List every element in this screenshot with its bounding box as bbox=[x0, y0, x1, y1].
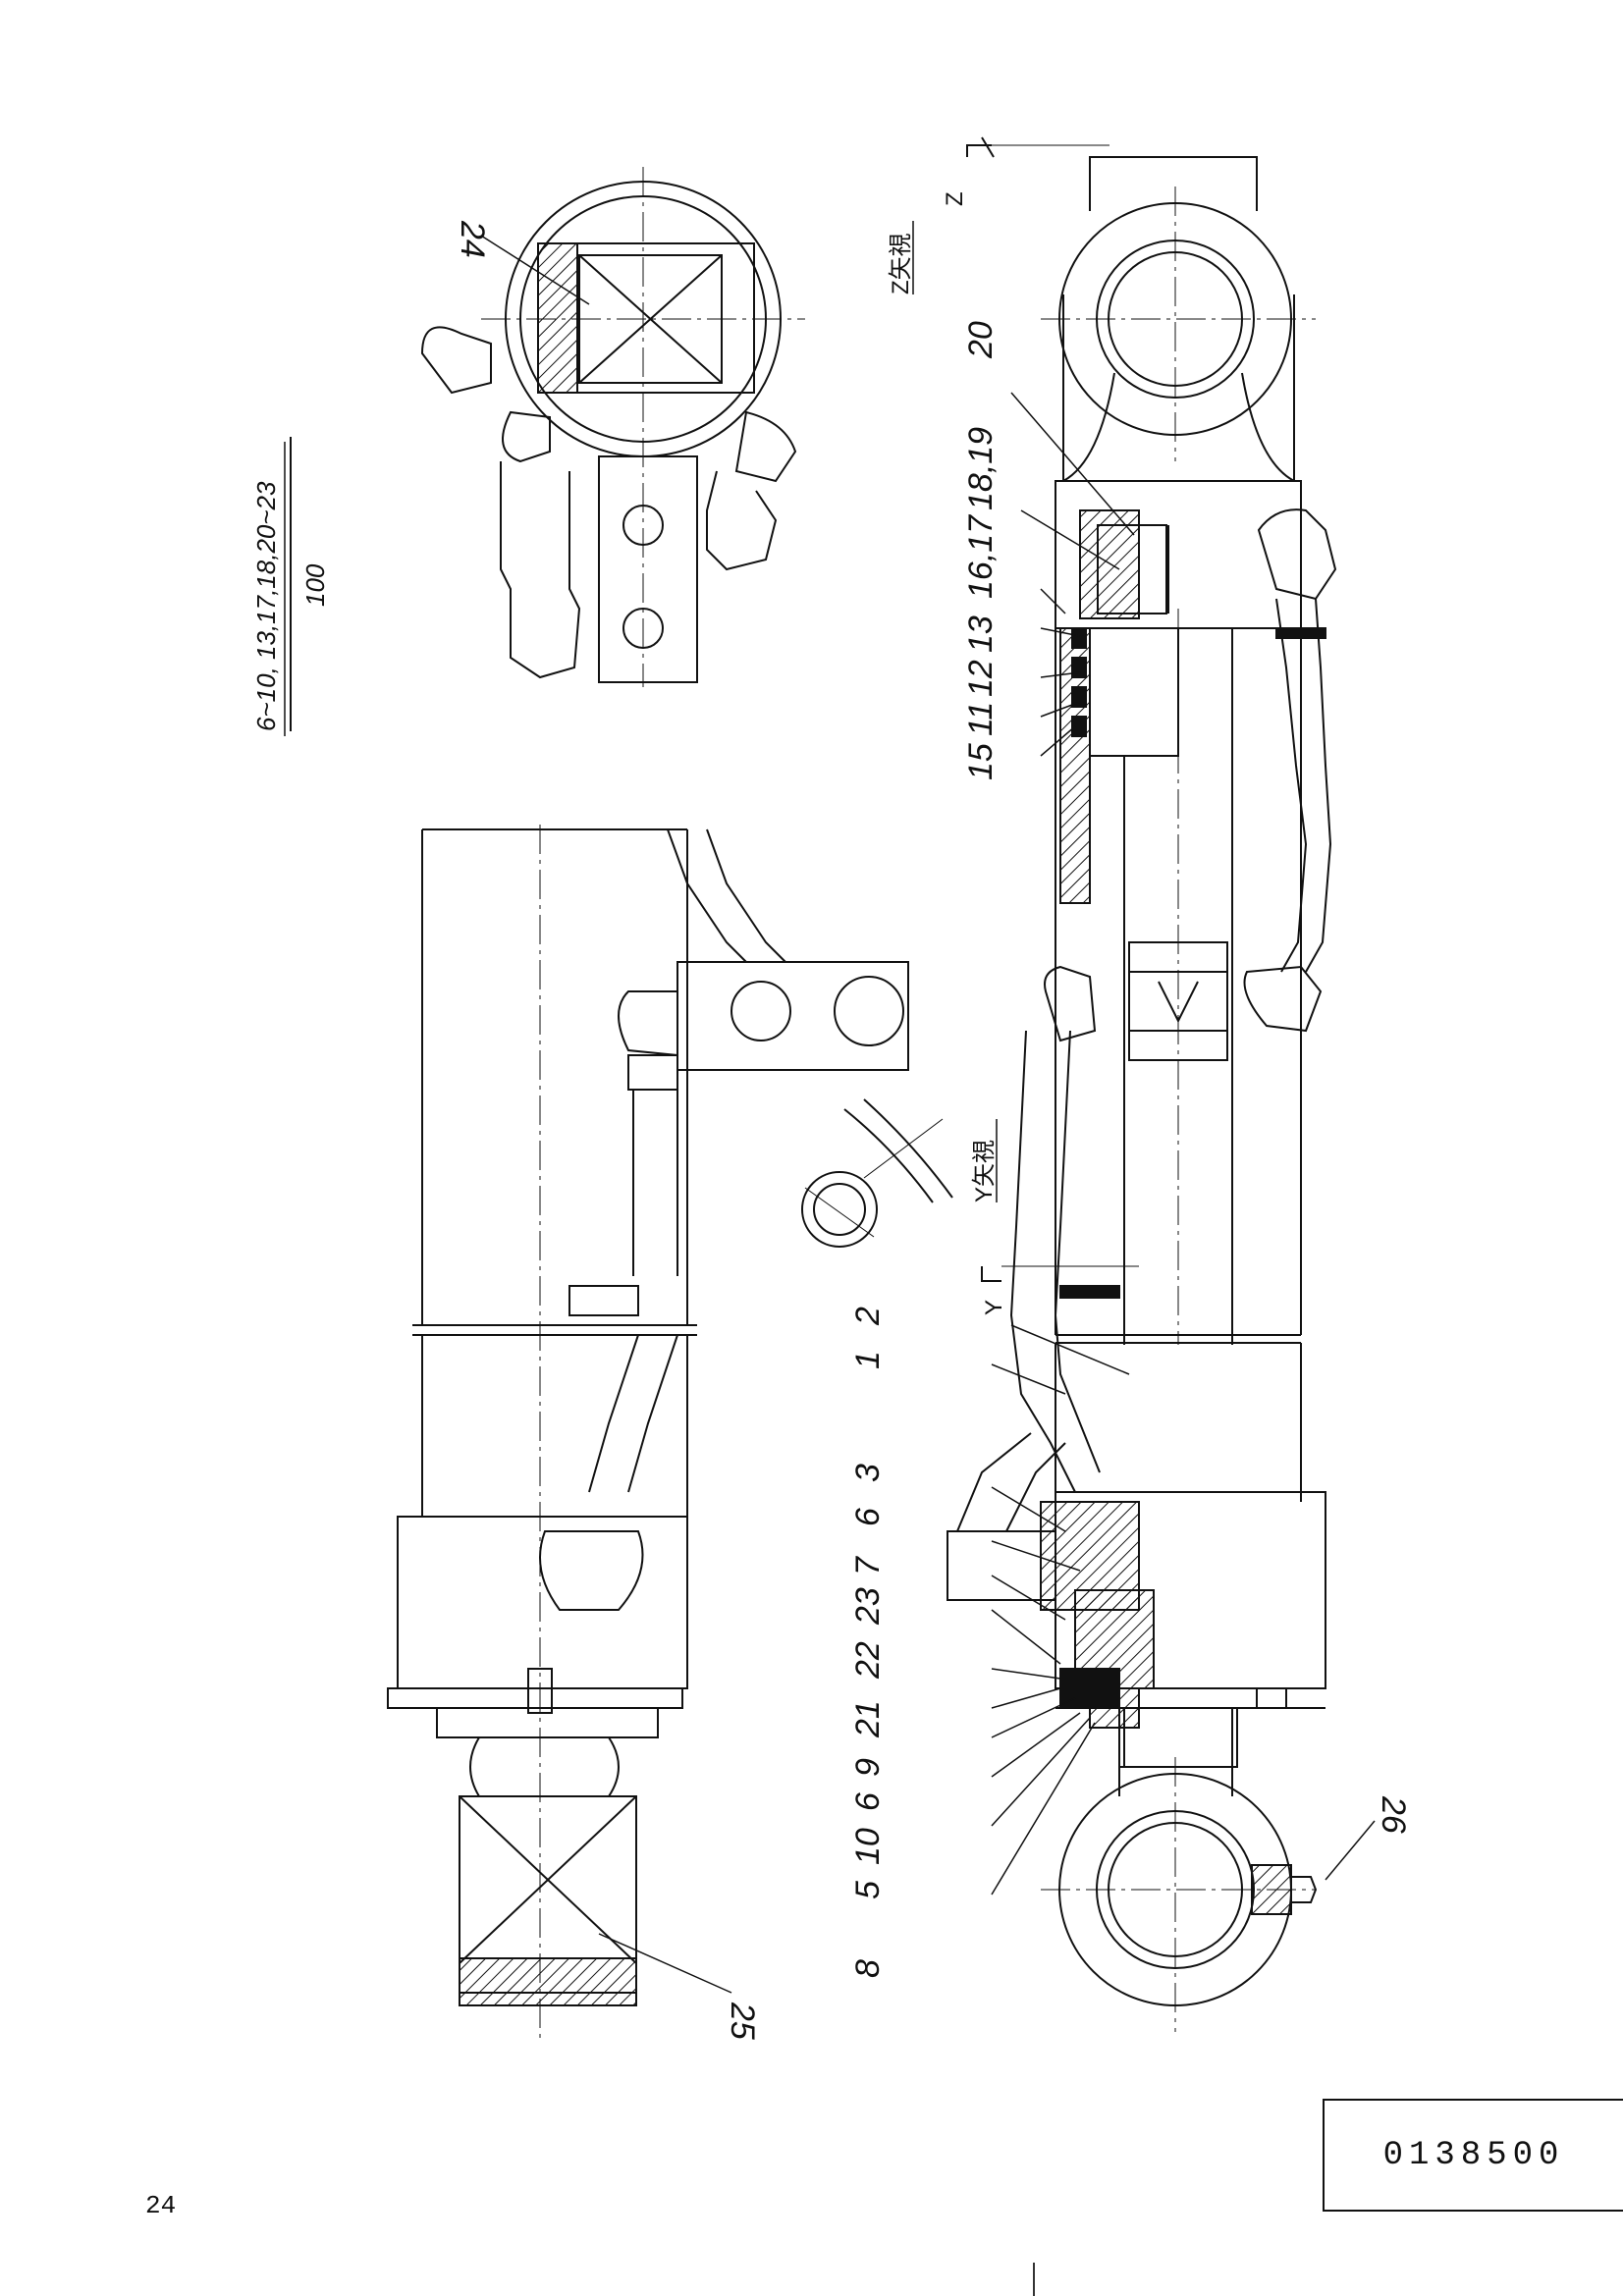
balloon-16-17: 16,17 bbox=[962, 514, 1000, 599]
balloon-23: 23 bbox=[849, 1587, 887, 1626]
parts-fraction-note: 6~10, 13,17,18,20~23 100 bbox=[251, 437, 330, 731]
balloon-6-lower: 6 bbox=[849, 1792, 887, 1811]
balloon-22: 22 bbox=[849, 1641, 887, 1680]
view-labels: Z矢視 Y矢視 Z Y bbox=[888, 191, 1007, 1315]
leader-lines bbox=[284, 235, 1376, 1994]
view-z-label: Z矢視 bbox=[888, 233, 914, 294]
balloon-9: 9 bbox=[849, 1758, 887, 1777]
fraction-bottom: 100 bbox=[300, 563, 330, 607]
balloon-13: 13 bbox=[962, 615, 1000, 653]
y-view-detail bbox=[801, 1098, 953, 1248]
main-cylinder-view bbox=[947, 156, 1337, 2032]
footer-tick bbox=[1033, 2263, 1035, 2296]
title-block: 0138500 bbox=[1323, 2099, 1623, 2212]
balloon-20: 20 bbox=[962, 321, 1000, 359]
balloon-6-upper: 6 bbox=[849, 1508, 887, 1526]
balloon-12: 12 bbox=[962, 660, 1000, 697]
balloon-21: 21 bbox=[849, 1700, 887, 1738]
balloon-25: 25 bbox=[724, 2002, 761, 2040]
balloon-3: 3 bbox=[849, 1464, 887, 1482]
balloon-10: 10 bbox=[849, 1828, 887, 1865]
balloon-1: 1 bbox=[849, 1351, 887, 1369]
section-mark-y: Y bbox=[981, 1300, 1007, 1315]
balloon-8: 8 bbox=[849, 1959, 887, 1978]
balloon-5: 5 bbox=[849, 1881, 887, 1899]
z-view-end bbox=[420, 167, 805, 687]
fraction-top: 6~10, 13,17,18,20~23 bbox=[251, 481, 281, 731]
balloon-24: 24 bbox=[454, 220, 491, 258]
balloon-labels: 24 25 26 20 18,19 16,17 13 12 11 15 2 1 … bbox=[454, 220, 1412, 2040]
balloon-26: 26 bbox=[1375, 1795, 1412, 1834]
view-y-label: Y矢視 bbox=[971, 1140, 998, 1202]
section-mark-z: Z bbox=[942, 191, 968, 206]
side-view bbox=[387, 825, 909, 2042]
balloon-11: 11 bbox=[962, 702, 1000, 736]
drawing-code: 0138500 bbox=[1382, 2136, 1565, 2174]
balloon-15: 15 bbox=[962, 743, 1000, 780]
balloon-18-19: 18,19 bbox=[962, 427, 1000, 510]
balloon-2: 2 bbox=[849, 1307, 887, 1326]
page-number: 24 bbox=[145, 2191, 177, 2220]
balloon-7: 7 bbox=[849, 1556, 887, 1575]
